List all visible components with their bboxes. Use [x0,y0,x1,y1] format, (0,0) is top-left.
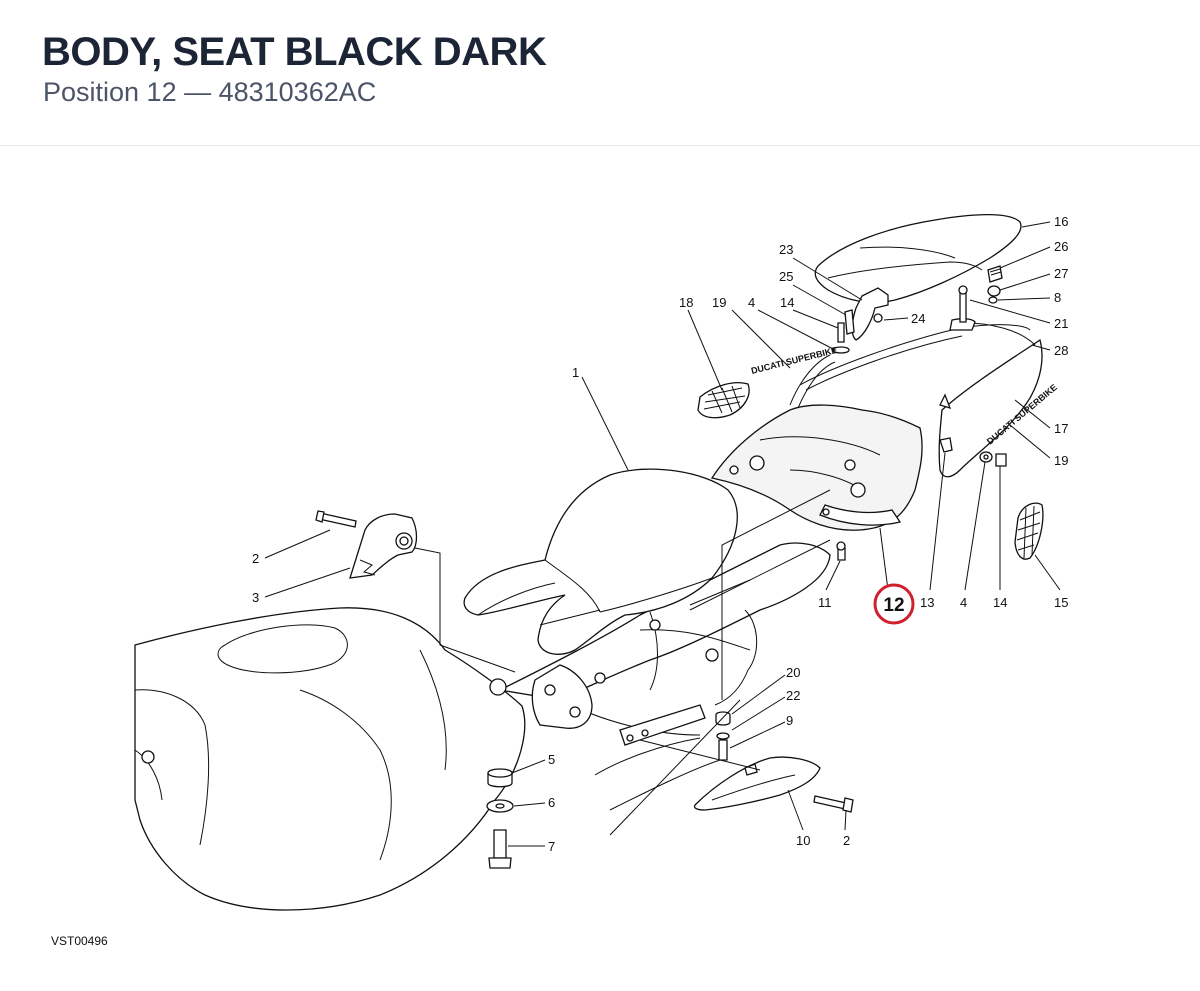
small-fasteners [987,265,1003,304]
page-header: BODY, SEAT BLACK DARK Position 12 — 4831… [0,0,1200,146]
highlight-ring [873,583,915,625]
callout-14-lower: 14 [993,595,1007,610]
callout-6: 6 [548,795,555,810]
passenger-seat [814,213,1022,303]
mount-fasteners [715,711,731,761]
parts-diagram: DUCATI SUPERBIKE [134,213,1068,911]
rear-subframe [489,542,831,811]
seat-lock-bracket [832,287,889,354]
callout-24: 24 [911,311,925,326]
heel-guard [693,756,854,813]
highlight-label: 12 [883,595,904,616]
callout-22: 22 [786,688,800,703]
callout-1: 1 [572,365,579,380]
callout-4-lower: 4 [960,595,967,610]
callout-26: 26 [1054,239,1068,254]
callout-2-heel-bolt: 2 [843,833,850,848]
callout-3: 3 [252,590,259,605]
page-title: BODY, SEAT BLACK DARK [42,30,547,74]
callout-8: 8 [1054,290,1061,305]
left-side-panel: DUCATI SUPERBIKE [750,345,838,409]
callout-7: 7 [548,839,555,854]
tail-section [710,404,923,531]
right-mesh-panel [1014,502,1044,560]
callout-20: 20 [786,665,800,680]
callout-11: 11 [818,595,832,610]
callout-13: 13 [920,595,934,610]
callout-19-right: 19 [1054,453,1068,468]
callout-16: 16 [1054,214,1068,229]
callout-28: 28 [1054,343,1068,358]
callout-17: 17 [1054,421,1068,436]
left-mesh-panel [697,382,750,419]
callout-21: 21 [1054,316,1068,331]
seat-bracket [315,510,418,579]
callout-19-left: 19 [712,295,726,310]
grommet-stack [486,768,514,869]
callout-27: 27 [1054,266,1068,281]
callout-9: 9 [786,713,793,728]
callout-14-upper: 14 [780,295,794,310]
callout-10: 10 [796,833,810,848]
callout-23: 23 [779,242,793,257]
assembly-lines [414,489,831,836]
callout-2-bracket-bolt: 2 [252,551,259,566]
callout-5: 5 [548,752,555,767]
callout-labels: 1 2 3 18 19 4 14 23 25 24 16 26 27 8 21 … [252,214,1068,854]
right-side-panel [799,285,1043,478]
page-subtitle: Position 12 — 48310362AC [43,77,377,107]
callout-15: 15 [1054,595,1068,610]
highlight-marker-12[interactable]: 12 [873,583,915,625]
callout-4-upper: 4 [748,295,755,310]
callout-18: 18 [679,295,693,310]
diagram-code: VST00496 [51,934,108,948]
rider-seat [463,468,738,655]
callout-leaders [264,221,1061,847]
decal-left: DUCATI SUPERBIKE [750,345,838,376]
fuel-tank [134,607,526,911]
callout-25: 25 [779,269,793,284]
